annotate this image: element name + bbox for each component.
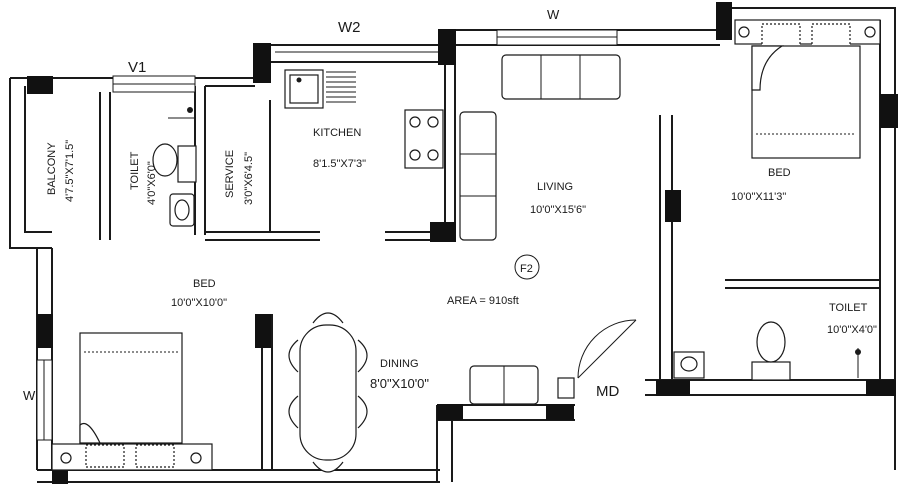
dining-size: 8'0"X10'0"	[370, 376, 429, 391]
dining-table	[288, 312, 368, 473]
toilet-left-label: TOILET	[129, 151, 141, 190]
room-labels: BALCONY 4'7.5"X7'1.5" TOILET 4'0"X6'0" S…	[23, 7, 877, 403]
window-w-left	[36, 359, 53, 441]
window-v1	[112, 75, 196, 93]
bed-left-size: 10'0"X10'0"	[171, 297, 227, 309]
kitchen-size: 8'1.5"X7'3"	[313, 158, 366, 170]
dining-label: DINING	[380, 358, 419, 370]
window-w2-label: W2	[338, 19, 361, 36]
window-w-top-label: W	[547, 7, 560, 22]
balcony-size: 4'7.5"X7'1.5"	[64, 140, 76, 202]
right-bed	[734, 19, 881, 159]
living-label: LIVING	[537, 181, 573, 193]
living-size: 10'0"X15'6"	[530, 204, 586, 216]
toilet-right-label: TOILET	[829, 302, 868, 314]
right-toilet-fixtures	[673, 321, 861, 381]
window-w-top	[496, 29, 618, 46]
flat-id-circle	[514, 254, 540, 280]
balcony-label: BALCONY	[46, 142, 58, 195]
columns	[27, 2, 898, 484]
windows	[36, 29, 618, 441]
kitchen-sink	[284, 69, 356, 109]
inner-walls	[99, 62, 880, 470]
toilet-right-size: 10'0"X4'0"	[827, 324, 877, 336]
toilet-left-size: 4'0"X6'0"	[146, 161, 158, 205]
window-w-left-label: W	[23, 388, 36, 403]
bed-left-label: BED	[193, 278, 216, 290]
left-bed	[51, 332, 213, 471]
living-sofa-top	[501, 54, 621, 100]
service-size: 3'0"X6'4.5"	[243, 152, 255, 205]
kitchen-stove	[404, 109, 444, 169]
dining-sofa	[469, 365, 539, 405]
bed-right-size: 10'0"X11'3"	[731, 191, 786, 203]
main-door	[557, 319, 637, 399]
left-toilet-fixtures	[152, 107, 197, 227]
flat-id-label: F2	[520, 263, 533, 275]
window-v1-label: V1	[128, 59, 146, 76]
living-sofa-side	[459, 111, 497, 241]
service-label: SERVICE	[224, 150, 236, 198]
bed-right-label: BED	[768, 167, 791, 179]
main-door-label: MD	[596, 383, 619, 400]
area-label: AREA = 910sft	[447, 295, 519, 307]
kitchen-label: KITCHEN	[313, 127, 361, 139]
